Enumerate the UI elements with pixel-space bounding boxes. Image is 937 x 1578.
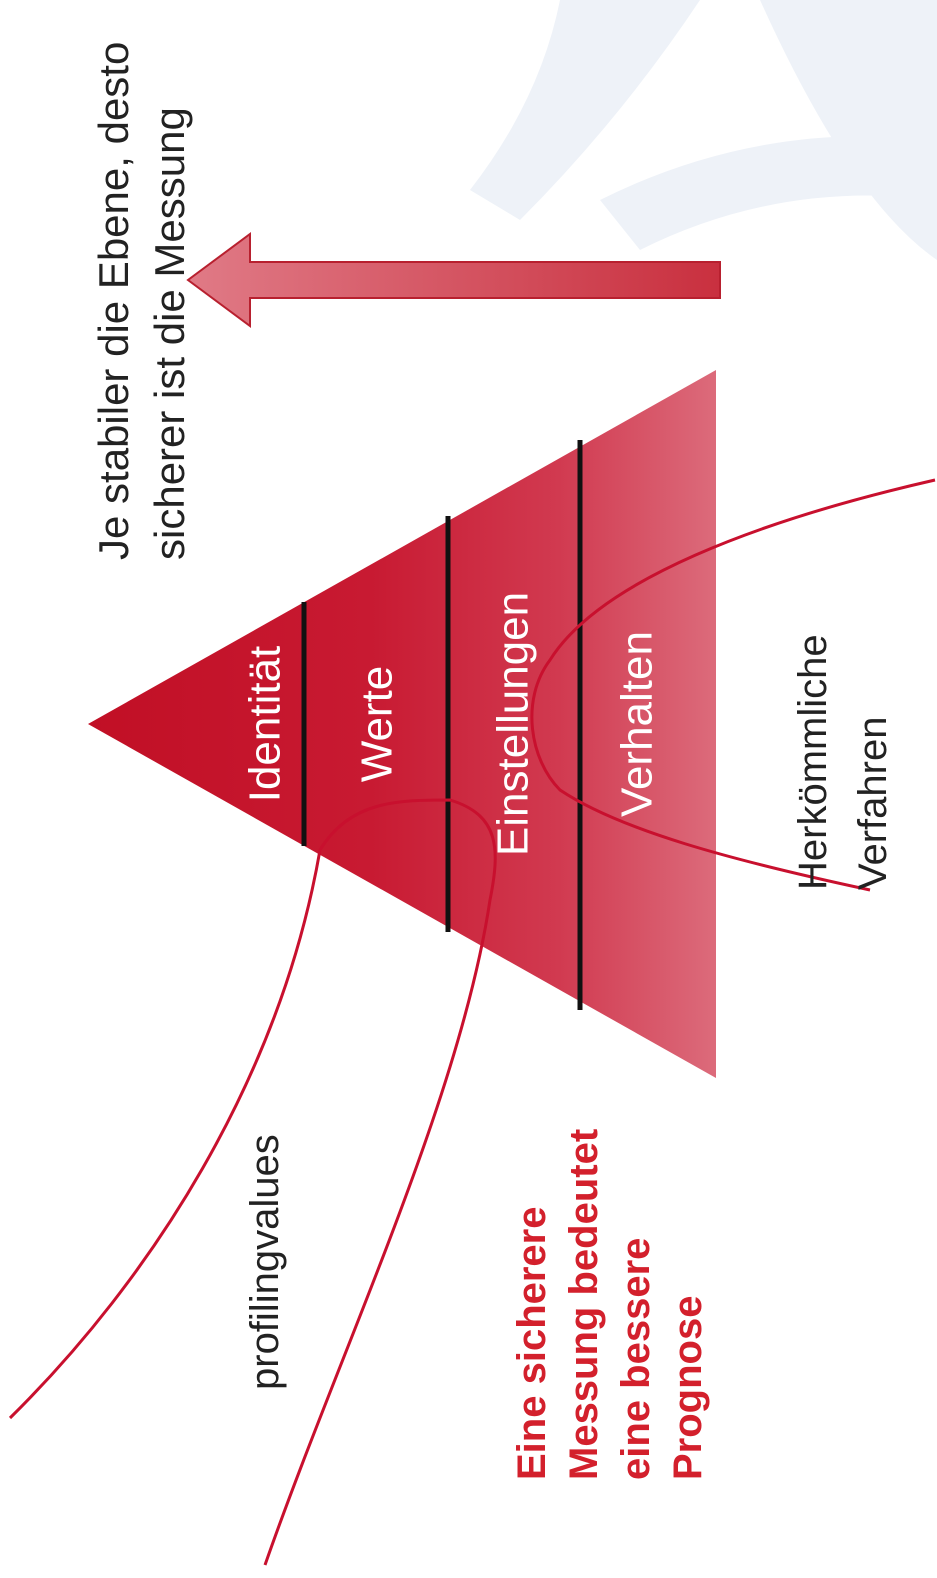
conclusion: Eine sicherere Messung bedeutet eine bes… bbox=[510, 1129, 710, 1480]
level-label-verhalten: Verhalten bbox=[613, 631, 662, 817]
arrow-shape bbox=[186, 232, 721, 328]
level-label-identitaet: Identität bbox=[241, 646, 290, 803]
conclusion-line-4: Prognose bbox=[666, 1296, 710, 1480]
conclusion-line-1: Eine sicherere bbox=[510, 1207, 554, 1481]
pyramid: Identität Werte Einstellungen Verhalten bbox=[88, 370, 716, 1078]
stability-arrow bbox=[186, 232, 721, 328]
profilingvalues-curve bbox=[8, 798, 497, 1566]
background-watermark bbox=[470, 0, 937, 260]
conclusion-line-2: Messung bedeutet bbox=[562, 1129, 606, 1480]
conventional-methods-label-line-1: Herkömmliche bbox=[791, 634, 835, 890]
profilingvalues-label: profilingvalues bbox=[243, 1134, 287, 1390]
conventional-methods-curve bbox=[530, 478, 936, 892]
pyramid-shape bbox=[88, 370, 716, 1078]
conclusion-line-3: eine bessere bbox=[614, 1238, 658, 1480]
level-label-einstellungen: Einstellungen bbox=[489, 592, 538, 856]
heading: Je stabiler die Ebene, desto sicherer is… bbox=[90, 42, 193, 560]
level-label-werte: Werte bbox=[353, 666, 402, 783]
heading-line-2: sicherer ist die Messung bbox=[146, 107, 193, 560]
heading-line-1: Je stabiler die Ebene, desto bbox=[90, 42, 137, 560]
conventional-methods-label-line-2: Verfahren bbox=[851, 717, 895, 890]
